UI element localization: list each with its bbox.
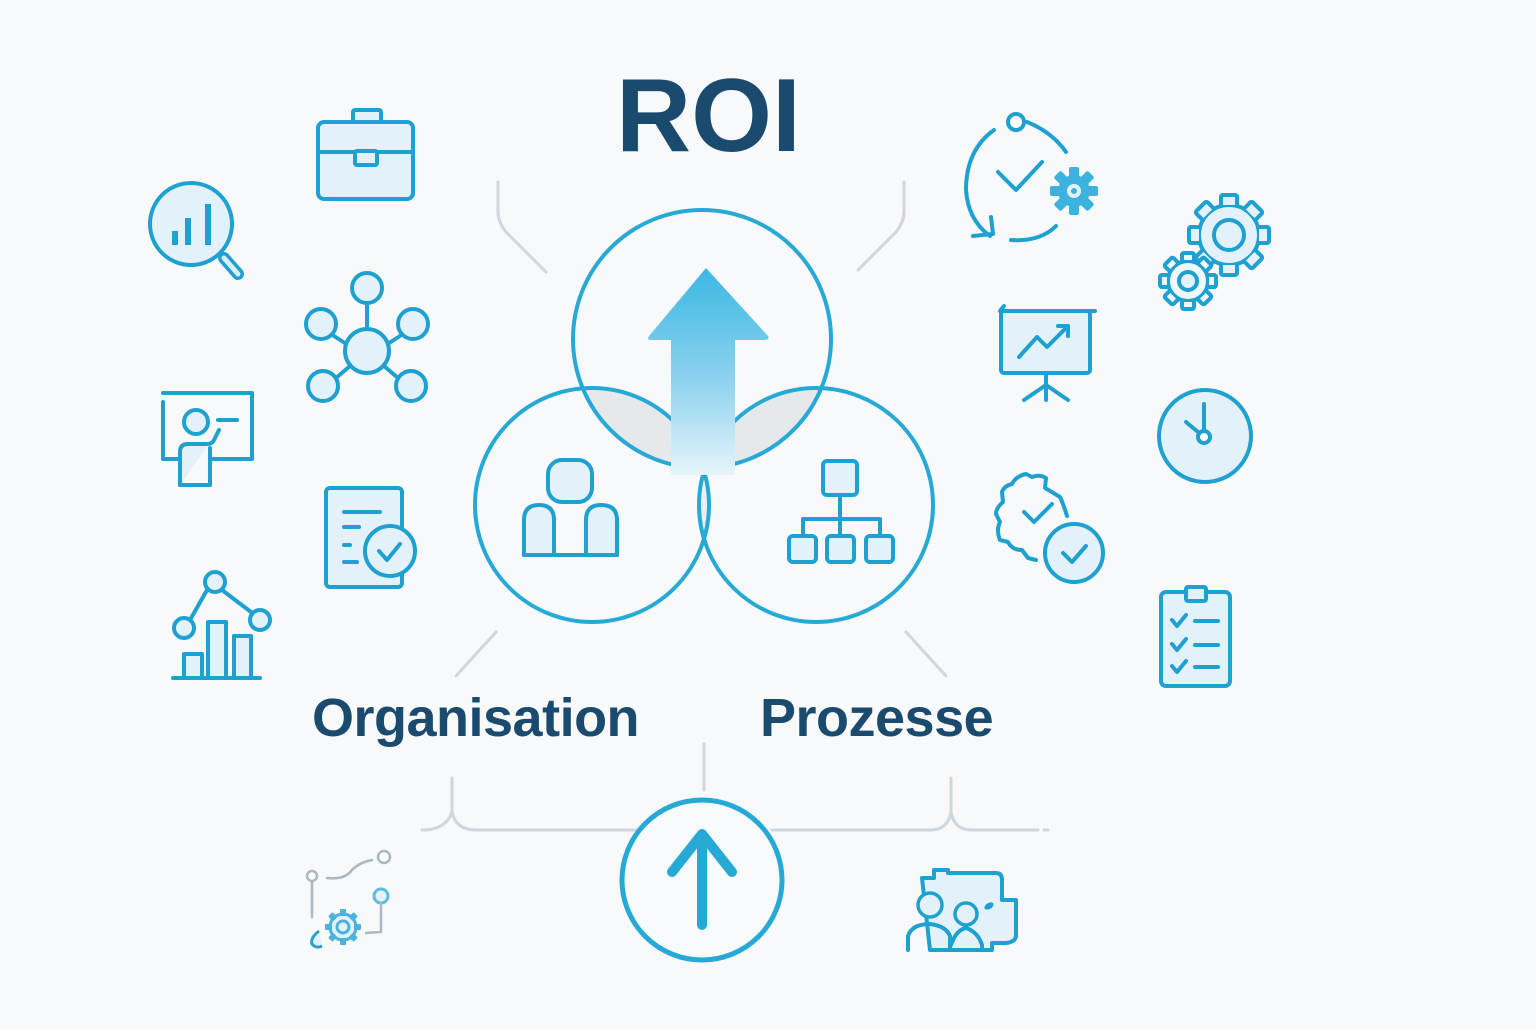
briefcase-icon bbox=[316, 108, 415, 201]
cycle-check-gear-icon bbox=[964, 112, 1098, 243]
roi-arrow-up-icon bbox=[648, 268, 769, 475]
people-icon bbox=[522, 458, 619, 557]
diagram-title: ROI bbox=[616, 58, 801, 174]
venn-circle-left bbox=[473, 386, 711, 624]
network-nodes-icon bbox=[304, 271, 430, 403]
document-check-icon bbox=[324, 486, 417, 589]
presentation-growth-icon bbox=[998, 304, 1097, 402]
magnifier-bar-chart-icon bbox=[148, 181, 244, 280]
venn-circle-right bbox=[697, 386, 935, 624]
label-prozesse: Prozesse bbox=[760, 688, 994, 748]
team-puzzle-icon bbox=[906, 868, 1018, 952]
presenter-whiteboard-icon bbox=[161, 391, 254, 487]
org-chart-icon bbox=[787, 459, 895, 564]
gears-icon bbox=[1158, 193, 1271, 311]
workflow-gear-icon bbox=[305, 849, 392, 949]
gear-check-icon bbox=[994, 472, 1105, 584]
bottom-arrow-badge bbox=[619, 797, 785, 963]
clipboard-checklist-icon bbox=[1159, 585, 1232, 688]
connector-lines bbox=[420, 180, 1050, 832]
chart-trend-bars-icon bbox=[171, 570, 272, 680]
label-organisation: Organisation bbox=[312, 688, 640, 748]
clock-icon bbox=[1157, 388, 1253, 484]
